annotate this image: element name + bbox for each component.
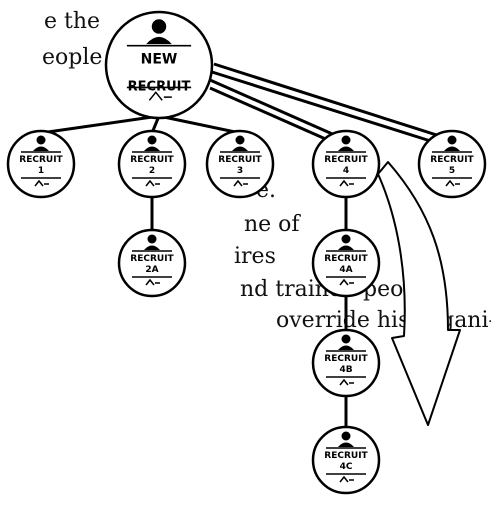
node-mark <box>148 91 172 101</box>
node-circle <box>117 228 187 298</box>
node-mark <box>339 475 354 483</box>
node-label-line-2: 4 <box>343 166 349 176</box>
node-circle <box>311 425 381 495</box>
node-label-line-2: 2A <box>145 265 158 275</box>
person-icon <box>338 135 354 151</box>
node-circle <box>311 129 381 199</box>
node-label-line-1: RECRUIT <box>130 155 174 165</box>
node-label-line-2: 4A <box>339 265 352 275</box>
node-label-line-2: 1 <box>38 166 44 176</box>
node-label-line-2: 2 <box>149 166 155 176</box>
node-label-line-1: RECRUIT <box>324 155 368 165</box>
node-label-line-1: RECRUIT <box>324 254 368 264</box>
node-mark <box>145 179 160 187</box>
node-label-line-1: RECRUIT <box>19 155 63 165</box>
node-label-line-2: 4B <box>339 365 352 375</box>
node-mark <box>339 278 354 286</box>
node-circle <box>205 129 275 199</box>
node-mark <box>445 179 460 187</box>
text-line-4: ne of <box>244 212 301 237</box>
edge-new-recruit-to-recruit-3 <box>158 114 241 135</box>
node-label-line-1: RECRUIT <box>324 354 368 364</box>
node-mark <box>233 179 248 187</box>
text-line-1: e the <box>44 9 100 34</box>
text-line-5: ires <box>234 244 276 269</box>
node-circle <box>311 328 381 398</box>
person-icon <box>146 19 172 45</box>
node-mark <box>339 378 354 386</box>
node-label-line-1: RECRUIT <box>130 254 174 264</box>
text-line-2: eople <box>42 45 102 70</box>
person-icon <box>232 135 248 151</box>
person-icon <box>338 431 354 447</box>
node-mark <box>145 278 160 286</box>
node-circle <box>104 10 214 120</box>
curved-arrow <box>377 161 461 426</box>
double-connectors <box>209 62 447 150</box>
node-label-line-2: 5 <box>449 166 455 176</box>
double-connector-to-recruit-4 <box>209 78 347 142</box>
node-label-line-2: 3 <box>237 166 243 176</box>
tree-nodes: NEWRECRUITRECRUIT1RECRUIT2RECRUIT3RECRUI… <box>6 10 487 495</box>
node-label-line-1: RECRUIT <box>430 155 474 165</box>
node-circle <box>417 129 487 199</box>
node-label-line-2: 4C <box>340 462 353 472</box>
person-icon <box>144 234 160 250</box>
person-icon <box>444 135 460 151</box>
node-label-line-1: RECRUIT <box>218 155 262 165</box>
node-circle <box>117 129 187 199</box>
curved-arrow-shape <box>377 161 461 426</box>
node-circle <box>311 228 381 298</box>
node-label-line-1: NEW <box>141 51 178 67</box>
person-icon <box>33 135 49 151</box>
node-label-line-1: RECRUIT <box>324 451 368 461</box>
text-line-7: override his organi- <box>276 308 491 333</box>
double-connector-to-recruit-5-inner <box>211 70 441 146</box>
node-circle <box>6 129 76 199</box>
tree-connectors <box>40 114 348 429</box>
person-icon <box>338 234 354 250</box>
person-icon <box>338 334 354 350</box>
edge-new-recruit-to-recruit-1 <box>40 114 160 135</box>
node-mark <box>339 179 354 187</box>
person-icon <box>144 135 160 151</box>
double-connector-to-recruit-5 <box>213 62 447 140</box>
double-connector-to-recruit-4-inner <box>209 86 347 150</box>
node-mark <box>34 179 49 187</box>
